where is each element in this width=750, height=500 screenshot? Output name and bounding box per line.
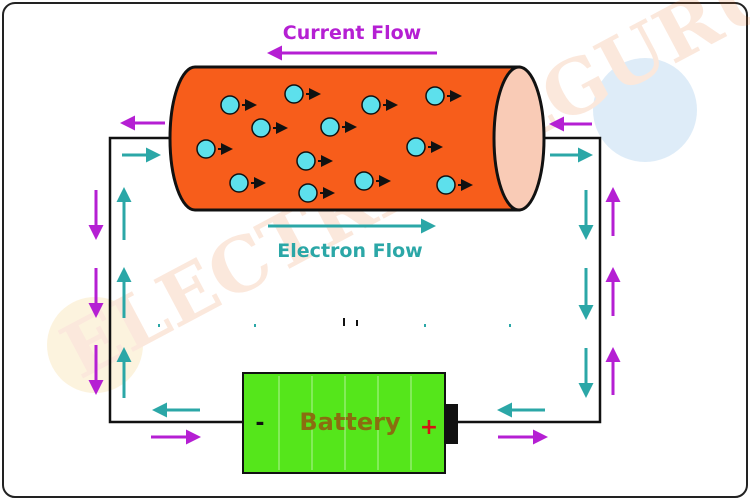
electron-flow-label: Electron Flow (277, 240, 422, 262)
electron-dot (436, 175, 456, 195)
electron-dot (425, 86, 445, 106)
electrons-group (196, 84, 473, 203)
electron-dot (296, 151, 316, 171)
electron (425, 86, 462, 106)
electron-dot (284, 84, 304, 104)
electron (196, 139, 233, 159)
electron-dot (320, 117, 340, 137)
electron-dot (406, 137, 426, 157)
current-flow-label: Current Flow (283, 22, 421, 44)
electron-dot (251, 118, 271, 138)
stray-marks (158, 318, 511, 327)
electron-dot (229, 173, 249, 193)
electron (354, 171, 391, 191)
electron (229, 173, 266, 193)
conductor-body (168, 65, 521, 212)
electron-dot (354, 171, 374, 191)
electron (298, 183, 335, 203)
electron-dot (298, 183, 318, 203)
electron-dot (220, 95, 240, 115)
electron (296, 151, 333, 171)
electron-flow-arrows (116, 147, 594, 418)
electron (284, 84, 321, 104)
battery-positive-sign: + (420, 415, 438, 440)
electron (220, 95, 257, 115)
electron (251, 118, 288, 138)
electron (406, 137, 443, 157)
circuit-wire (108, 136, 602, 424)
battery: Battery - + (242, 372, 458, 474)
electron (361, 95, 398, 115)
electron-dot (196, 139, 216, 159)
battery-negative-sign: - (255, 411, 264, 436)
battery-label: Battery (299, 408, 401, 436)
electron-dot (361, 95, 381, 115)
current-flow-arrows (88, 45, 621, 445)
conductor-cylinder (168, 65, 546, 212)
conductor-end-face (492, 65, 546, 212)
battery-positive-cap (445, 404, 458, 444)
electron (436, 175, 473, 195)
electron (320, 117, 357, 137)
